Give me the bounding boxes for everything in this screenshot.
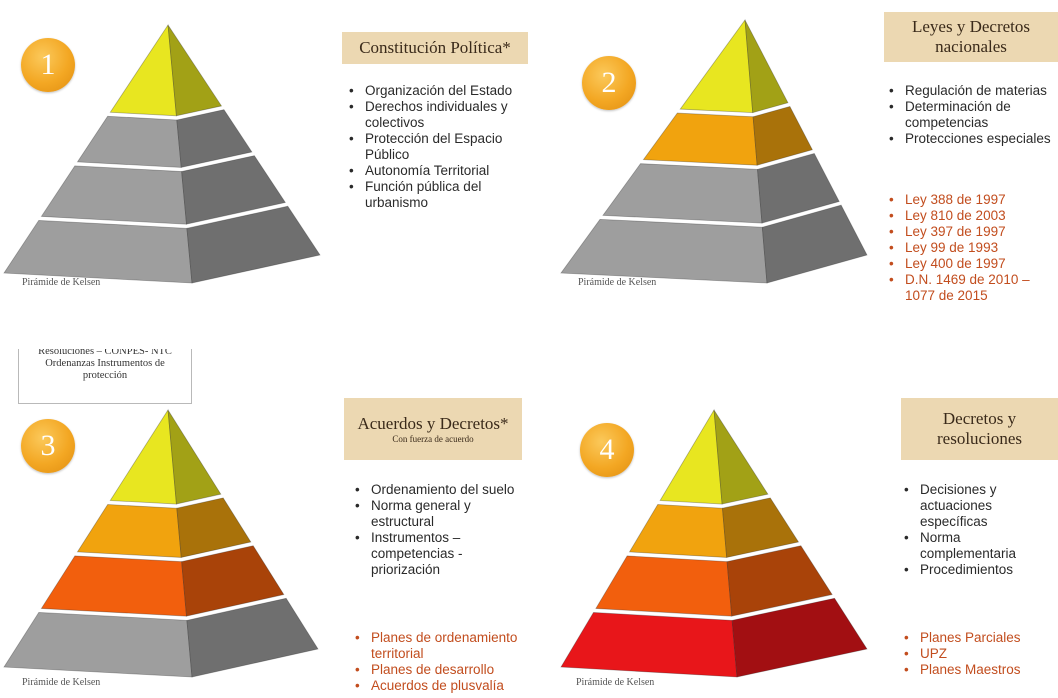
note-box: Resoluciones – CONPES- NTC Ordenanzas In… [18, 349, 192, 404]
pyramid-level-side [761, 204, 868, 284]
list-item: Planes Parciales [902, 630, 1052, 646]
red-bullet-list: Planes de ordenamiento territorialPlanes… [353, 630, 528, 694]
list-item: Ordenamiento del suelo [353, 482, 528, 498]
pyramid-level-side [181, 155, 286, 225]
list-item: Ley 810 de 2003 [887, 208, 1057, 224]
list-item: Función pública del urbanismo [347, 179, 527, 211]
panel-title: Leyes y Decretos nacionales [911, 17, 1030, 56]
pyramid-level-side [752, 105, 813, 166]
pyramid-level-side [726, 545, 833, 617]
pyramid-level-side [757, 152, 840, 224]
pyramid-caption: Pirámide de Kelsen [578, 277, 657, 288]
bullet-list: Organización del EstadoDerechos individu… [347, 83, 527, 211]
pyramid-level-front [40, 555, 187, 617]
pyramid-level-side [744, 19, 789, 114]
panel-3: Resoluciones – CONPES- NTC Ordenanzas In… [0, 349, 529, 698]
pyramid-level-side [176, 497, 252, 558]
list-item: Ley 99 de 1993 [887, 240, 1057, 256]
pyramid-level-front [40, 165, 187, 225]
panel-subtitle: Con fuerza de acuerdo [392, 434, 474, 444]
pyramid-level-front [602, 163, 763, 224]
list-item: Planes Maestros [902, 662, 1052, 678]
pyramid-level-front [560, 612, 738, 678]
number-badge: 2 [582, 56, 636, 110]
pyramid-caption: Pirámide de Kelsen [22, 677, 101, 688]
pyramid-level-side [176, 109, 253, 168]
list-item: Determinación de competencias [887, 99, 1058, 131]
list-item: Protecciones especiales [887, 131, 1058, 147]
list-item: Norma complementaria [902, 530, 1052, 562]
pyramid-level-side [731, 597, 868, 678]
list-item: Protección del Espacio Público [347, 131, 527, 163]
pyramid-level-front [109, 23, 177, 117]
list-item: Planes de desarrollo [353, 662, 528, 678]
pyramid-level-front [76, 115, 182, 168]
panel-2: 2 Leyes y Decretos nacionales Regulación… [529, 0, 1058, 349]
pyramid-level-side [167, 24, 223, 117]
list-item: Derechos individuales y colectivos [347, 99, 527, 131]
list-item: UPZ [902, 646, 1052, 662]
pyramid-level-front [109, 408, 177, 505]
pyramid-level-front [659, 408, 723, 505]
bullet-list: Regulación de materiasDeterminación de c… [887, 83, 1058, 147]
pyramid-4 [560, 408, 868, 678]
number-badge: 3 [21, 419, 75, 473]
pyramid-level-front [679, 18, 754, 114]
title-box: Acuerdos y Decretos* Con fuerza de acuer… [344, 398, 522, 460]
title-box: Decretos y resoluciones [901, 398, 1058, 460]
panel-1: 1 Constitución Política* Organización de… [0, 0, 529, 349]
pyramid-caption: Pirámide de Kelsen [22, 277, 101, 288]
pyramid-level-side [167, 409, 222, 505]
red-bullet-list: Ley 388 de 1997Ley 810 de 2003Ley 397 de… [887, 192, 1057, 304]
pyramid-level-front [595, 555, 733, 617]
pyramid-level-side [186, 597, 319, 678]
list-item: Acuerdos de plusvalía [353, 678, 528, 694]
pyramid-level-front [3, 220, 193, 284]
pyramid-level-side [181, 545, 285, 617]
title-box: Leyes y Decretos nacionales [884, 12, 1058, 62]
pyramid-level-front [628, 504, 728, 558]
pyramid-level-front [560, 218, 768, 284]
list-item: Instrumentos – competencias - priorizaci… [353, 530, 528, 578]
number-badge: 1 [21, 38, 75, 92]
title-box: Constitución Política* [342, 32, 528, 64]
pyramid-caption: Pirámide de Kelsen [576, 677, 655, 688]
list-item: Procedimientos [902, 562, 1052, 578]
list-item: Norma general y estructural [353, 498, 528, 530]
pyramid-level-side [722, 497, 800, 558]
list-item: Autonomía Territorial [347, 163, 527, 179]
red-bullet-list: Planes ParcialesUPZPlanes Maestros [902, 630, 1052, 678]
list-item: Planes de ordenamiento territorial [353, 630, 528, 662]
list-item: Ley 397 de 1997 [887, 224, 1057, 240]
list-item: Decisiones y actuaciones específicas [902, 482, 1052, 530]
list-item: Regulación de materias [887, 83, 1058, 99]
panel-4: 4 Decretos y resoluciones Decisiones y a… [529, 349, 1058, 698]
pyramid-level-front [642, 112, 758, 166]
pyramid-2 [560, 18, 868, 284]
pyramid-level-side [186, 205, 321, 284]
pyramid-3 [3, 408, 319, 678]
bullet-list: Ordenamiento del sueloNorma general y es… [353, 482, 528, 578]
list-item: D.N. 1469 de 2010 – 1077 de 2015 [887, 272, 1057, 304]
list-item: Ley 388 de 1997 [887, 192, 1057, 208]
pyramid-level-front [3, 612, 193, 678]
number-badge: 4 [580, 423, 634, 477]
list-item: Ley 400 de 1997 [887, 256, 1057, 272]
pyramid-level-side [713, 409, 769, 505]
list-item: Organización del Estado [347, 83, 527, 99]
panel-title: Decretos y resoluciones [937, 409, 1022, 448]
panel-title: Acuerdos y Decretos* [357, 414, 509, 433]
pyramid-1 [3, 23, 321, 284]
panel-title: Constitución Política* [359, 38, 511, 57]
bullet-list: Decisiones y actuaciones específicasNorm… [902, 482, 1052, 578]
pyramid-level-front [76, 504, 182, 558]
